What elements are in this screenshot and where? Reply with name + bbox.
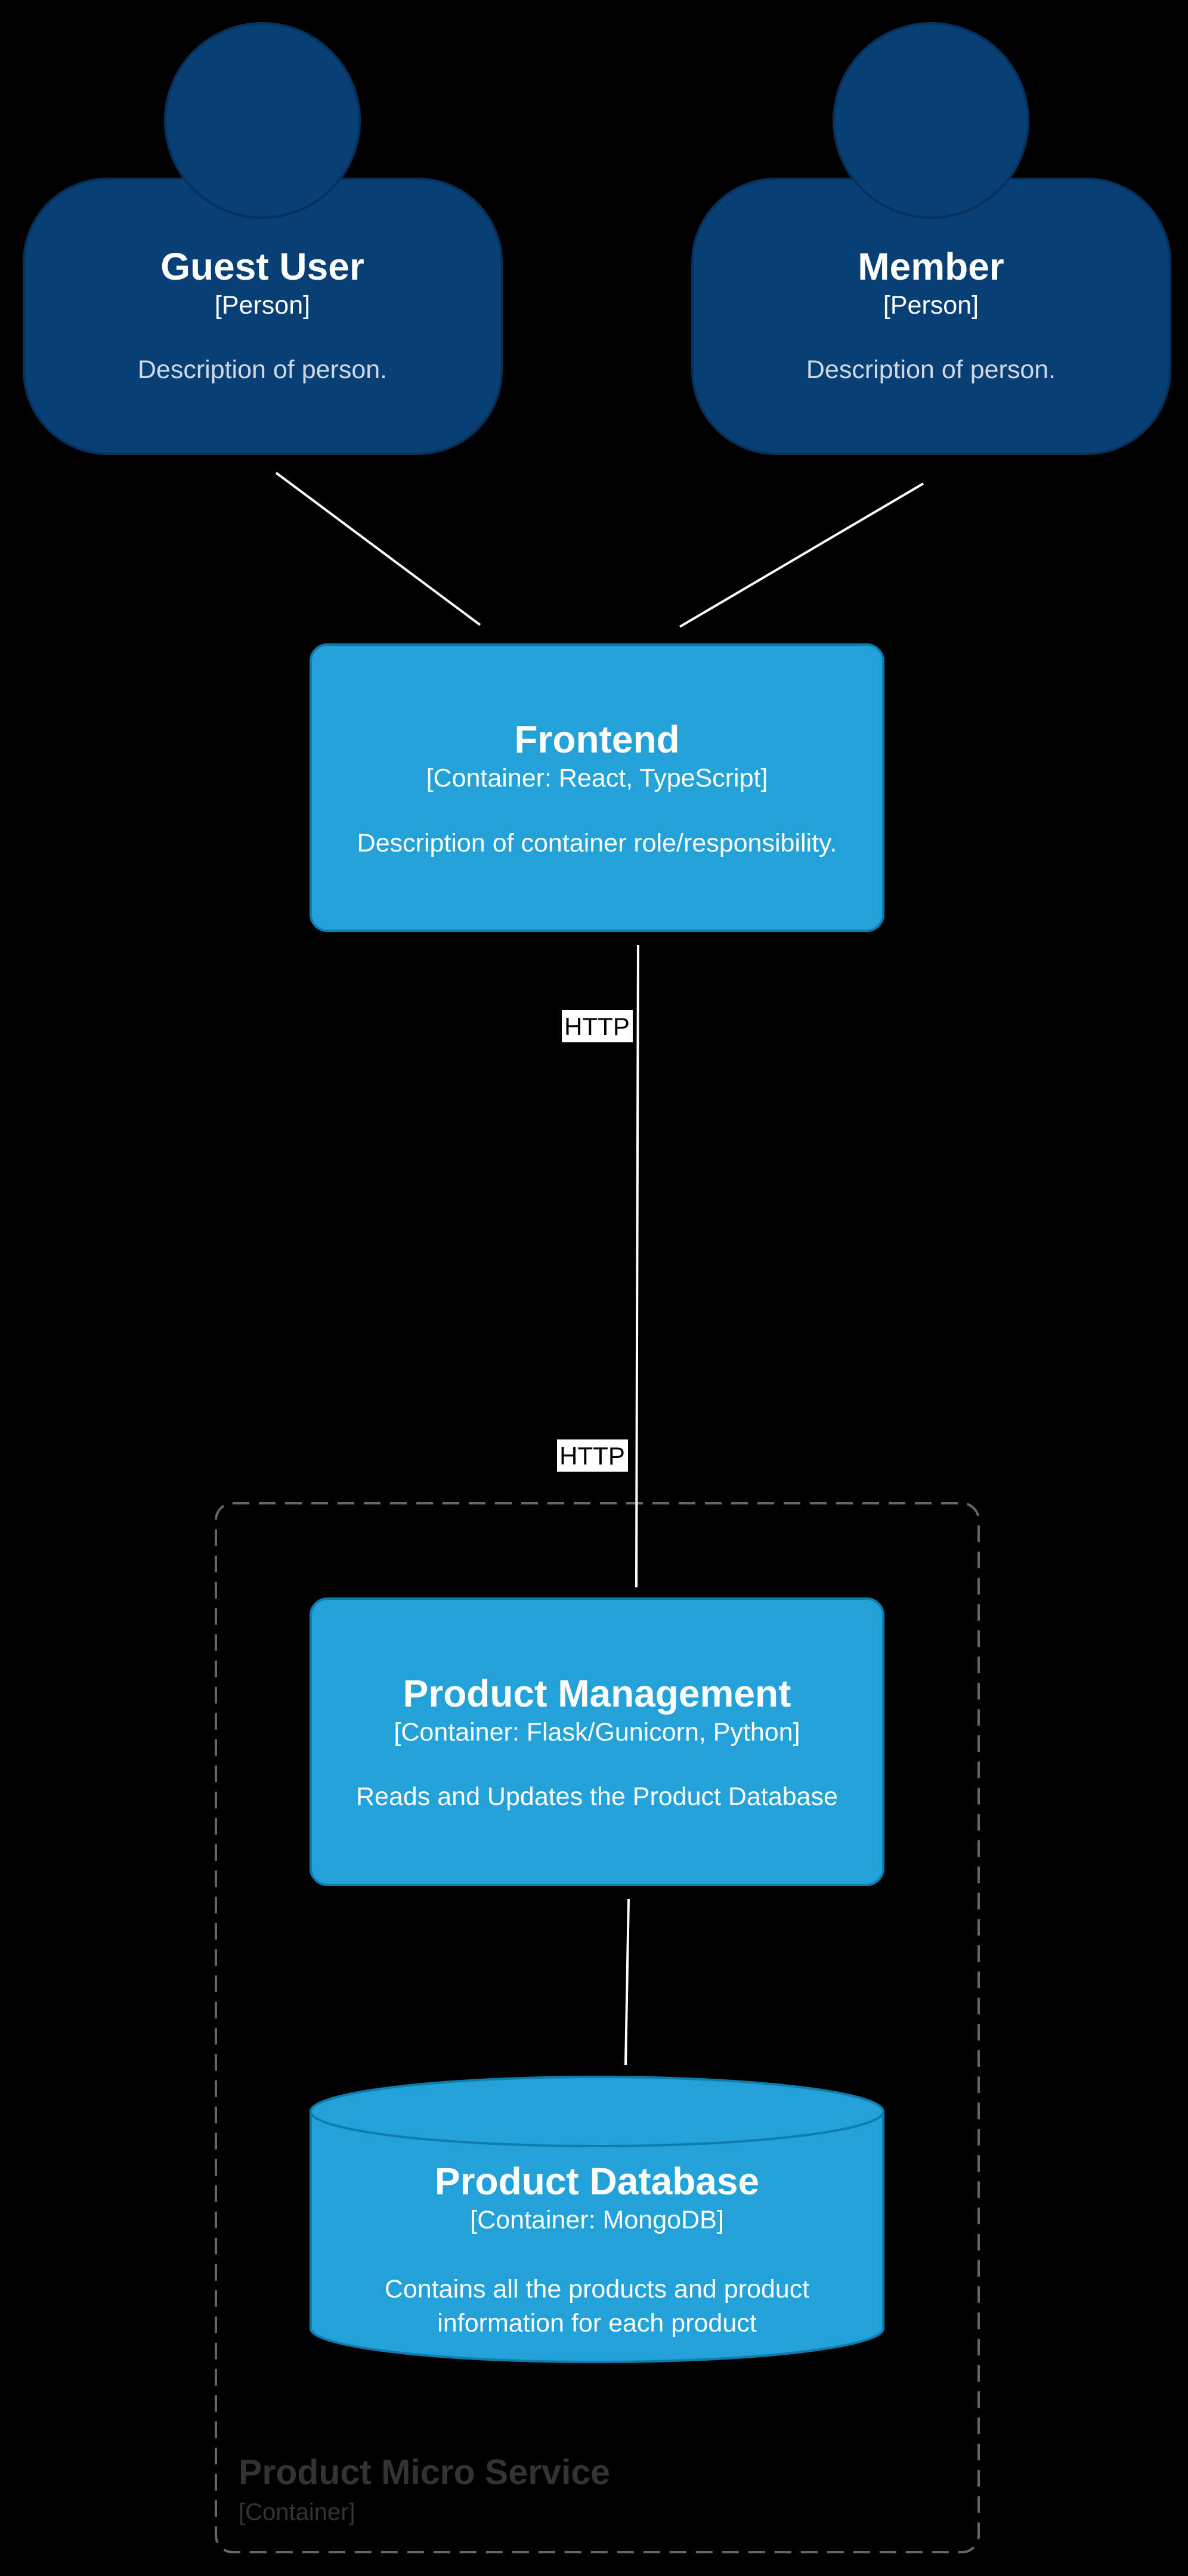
- person-description: Description of person.: [806, 355, 1056, 384]
- person-type: [Person]: [215, 291, 310, 320]
- container-frontend[interactable]: Frontend [Container: React, TypeScript] …: [310, 643, 884, 932]
- label-text: HTTP: [564, 1013, 630, 1041]
- edge-label-http-backend: HTTP: [557, 1439, 628, 1472]
- person-type: [Person]: [883, 291, 979, 320]
- container-description-line-1: Contains all the products and product: [385, 2275, 809, 2303]
- edge-product-management-to-database[interactable]: [624, 1899, 630, 2066]
- container-name: Product Management: [403, 1672, 791, 1715]
- edge-member-to-frontend[interactable]: [679, 482, 924, 628]
- container-product-management[interactable]: Product Management [Container: Flask/Gun…: [310, 1597, 884, 1886]
- container-type: [Container: Flask/Gunicorn, Python]: [394, 1718, 800, 1747]
- label-text: HTTP: [559, 1442, 625, 1470]
- person-name: Guest User: [160, 245, 364, 288]
- container-description: Description of container role/responsibi…: [357, 829, 837, 857]
- edge-frontend-to-product-management[interactable]: [635, 945, 639, 1588]
- relationships: [275, 472, 924, 2066]
- database-cylinder-top: [310, 2076, 884, 2147]
- container-description: Reads and Updates the Product Database: [356, 1782, 838, 1811]
- person-description: Description of person.: [138, 355, 387, 384]
- edge-guest-to-frontend[interactable]: [275, 472, 481, 626]
- container-name: Frontend: [514, 718, 679, 761]
- label-background: [557, 1439, 628, 1472]
- person-head-icon: [164, 22, 361, 219]
- person-name: Member: [858, 245, 1004, 288]
- container-box: [310, 1597, 884, 1886]
- boundary-product-micro-service[interactable]: Product Micro Service [Container]: [215, 1502, 980, 2553]
- boundary-frame: [215, 1502, 980, 2553]
- container-type: [Container: MongoDB]: [470, 2206, 723, 2234]
- boundary-title: Product Micro Service: [239, 2453, 610, 2492]
- database-cylinder-body: [310, 2110, 884, 2363]
- container-description-line-2: information for each product: [437, 2309, 756, 2337]
- container-product-database[interactable]: Product Database [Container: MongoDB] Co…: [310, 2076, 884, 2363]
- container-type: [Container: React, TypeScript]: [426, 764, 768, 792]
- person-head-icon: [833, 22, 1029, 219]
- container-name: Product Database: [435, 2160, 759, 2203]
- container-box: [310, 643, 884, 932]
- edge-label-http-frontend: HTTP: [562, 1010, 633, 1042]
- boundary-type: [Container]: [239, 2499, 355, 2525]
- person-member[interactable]: Member [Person] Description of person.: [691, 22, 1171, 455]
- label-background: [562, 1010, 633, 1042]
- person-guest-user[interactable]: Guest User [Person] Description of perso…: [23, 22, 503, 455]
